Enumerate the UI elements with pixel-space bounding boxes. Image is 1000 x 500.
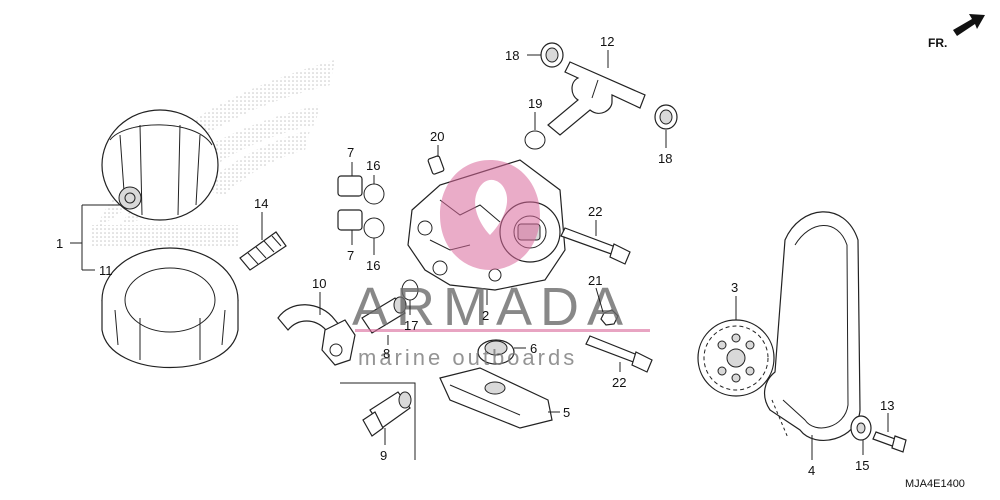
oil-seal-part (477, 339, 515, 365)
dowel-pin-part (427, 155, 445, 175)
callout-16a: 16 (366, 158, 380, 173)
callout-19: 19 (528, 96, 542, 111)
o-ring-part-16a (363, 183, 385, 205)
drive-chain-part (763, 211, 861, 441)
bolt-part-22b (585, 335, 653, 373)
o-ring-part-16b (363, 217, 385, 239)
collar-part-7b (337, 209, 363, 231)
collar-part-7a (337, 175, 363, 197)
oil-filter-cartridge-part (101, 247, 239, 368)
washer-part-15 (850, 415, 872, 441)
leader-lines (70, 50, 889, 460)
oil-pipe-part (277, 304, 356, 366)
callout-5: 5 (563, 405, 570, 420)
callout-22a: 22 (588, 204, 602, 219)
callout-18a: 18 (505, 48, 519, 63)
callout-3: 3 (731, 280, 738, 295)
callout-8: 8 (383, 346, 390, 361)
callout-6: 6 (530, 341, 537, 356)
callout-21: 21 (588, 273, 602, 288)
oil-filter-cap-part (101, 109, 219, 221)
callout-12: 12 (600, 34, 614, 49)
nut-part-21 (600, 309, 619, 326)
callout-16b: 16 (366, 258, 380, 273)
diagram-code: MJA4E1400 (905, 478, 965, 490)
bolt-part-22a (560, 227, 631, 265)
bolt-part-13 (872, 431, 907, 453)
oil-pipe-part-12 (547, 61, 646, 136)
callout-14: 14 (254, 196, 268, 211)
oil-strainer-part (439, 367, 553, 429)
callout-15: 15 (855, 458, 869, 473)
callout-2: 2 (482, 308, 489, 323)
direction-label: FR. (928, 36, 947, 50)
callout-7b: 7 (347, 248, 354, 263)
callout-17: 17 (404, 318, 418, 333)
callout-13: 13 (880, 398, 894, 413)
arrow-icon (953, 14, 985, 36)
callout-20: 20 (430, 129, 444, 144)
relief-valve-part (362, 391, 412, 437)
callout-7a: 7 (347, 145, 354, 160)
watermark-logo-icon (440, 160, 540, 270)
callout-11: 11 (99, 263, 113, 278)
callout-1: 1 (56, 236, 63, 251)
callout-18b: 18 (658, 151, 672, 166)
watermark: ARMADA marine outboards (352, 160, 650, 370)
watermark-brand: ARMADA (352, 277, 631, 337)
callout-10: 10 (312, 276, 326, 291)
callout-4: 4 (808, 463, 815, 478)
sprocket-part (697, 319, 775, 397)
callout-9: 9 (380, 448, 387, 463)
callout-numbers: 1 11 14 7 7 16 16 20 10 8 17 2 9 6 5 19 … (56, 34, 894, 478)
stud-part (239, 231, 287, 271)
collar-part-8 (361, 296, 407, 334)
o-ring-part-19 (524, 130, 546, 150)
front-direction-indicator: FR. (928, 14, 985, 50)
seal-part-18b (654, 104, 678, 130)
callout-22b: 22 (612, 375, 626, 390)
seal-part-18a (540, 42, 564, 68)
watermark-tagline: marine outboards (358, 345, 577, 370)
